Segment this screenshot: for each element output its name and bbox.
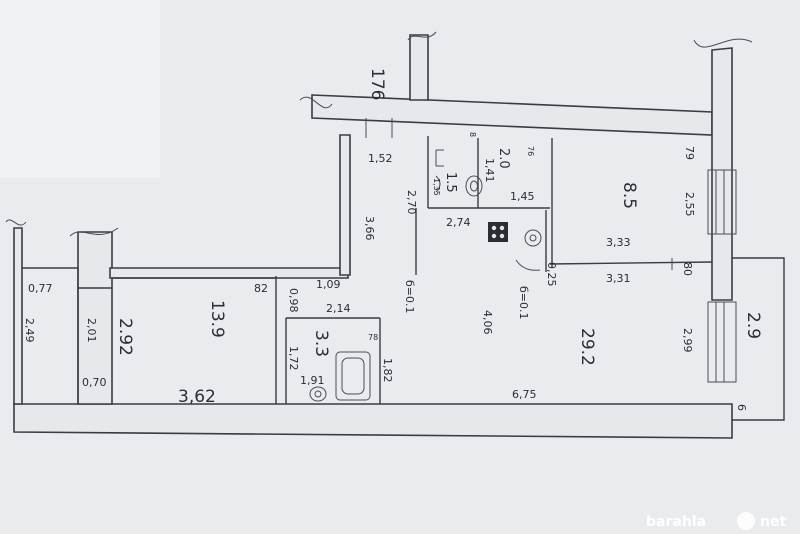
bathroom-sink-icon xyxy=(309,386,327,402)
area-left-side: 2.92 xyxy=(115,318,135,356)
dim-1-09: 1,09 xyxy=(316,278,341,291)
door-swings xyxy=(435,175,541,271)
balcony-outline xyxy=(732,257,785,421)
dim-2-70: 2,70 xyxy=(405,190,418,215)
dim-0-70: 0,70 xyxy=(82,376,107,389)
dim-2-74: 2,74 xyxy=(446,216,471,229)
dim-0-98: 0,98 xyxy=(287,288,300,313)
dim-8: 8 xyxy=(468,132,477,137)
dim-1-82: 1,82 xyxy=(381,358,394,383)
dim-3-62: 3,62 xyxy=(178,387,216,407)
area-room-large: 29.2 xyxy=(577,328,597,366)
windows xyxy=(707,169,737,383)
break-marks xyxy=(5,31,753,237)
dim-6: 6 xyxy=(735,404,748,411)
dim-6-75: 6,75 xyxy=(512,388,537,401)
area-corridor: 2.0 xyxy=(496,148,511,169)
left-small-room xyxy=(22,267,112,404)
dim-wall-thickness-b: б=0.1 xyxy=(517,286,530,320)
dim-0-77: 0,77 xyxy=(28,282,53,295)
dim-2-55: 2,55 xyxy=(683,192,696,217)
dim-1-91: 1,91 xyxy=(300,374,325,387)
watermark-logo-icon xyxy=(737,512,755,530)
dim-1-41: 1,41 xyxy=(483,158,496,183)
dim-1-52: 1,52 xyxy=(368,152,393,165)
dim-4-06: 4,06 xyxy=(481,310,494,335)
dim-1-35: 1,35 xyxy=(432,178,441,196)
dim-3-33: 3,33 xyxy=(606,236,631,249)
area-balcony: 2.9 xyxy=(743,312,763,339)
dim-1-45: 1,45 xyxy=(510,190,535,203)
partitions xyxy=(112,118,713,404)
fixtures xyxy=(309,149,542,402)
dim-0-25: 0,25 xyxy=(545,262,558,287)
dim-2-49: 2,49 xyxy=(23,318,36,343)
area-bathroom: 3.3 xyxy=(311,330,331,357)
watermark: barahla net xyxy=(646,512,786,530)
dim-80: 80 xyxy=(681,262,694,276)
dim-2-14: 2,14 xyxy=(326,302,351,315)
toilet-bowl-icon xyxy=(465,175,483,197)
dim-82: 82 xyxy=(254,282,268,295)
area-room-left: 13.9 xyxy=(207,300,227,338)
watermark-suffix: net xyxy=(760,514,786,530)
dim-79: 79 xyxy=(683,146,696,160)
dim-2-01: 2,01 xyxy=(85,318,98,343)
watermark-text: barahla xyxy=(646,514,706,530)
area-room-right: 8.5 xyxy=(619,182,639,209)
dim-2-99: 2,99 xyxy=(681,328,694,353)
wc-icon xyxy=(435,149,444,167)
dim-76: 76 xyxy=(526,146,535,156)
dim-78: 78 xyxy=(368,333,378,342)
dim-3-66: 3,66 xyxy=(363,216,376,241)
area-toilet: 1.5 xyxy=(443,172,458,193)
dim-wall-thickness-a: б=0.1 xyxy=(403,280,416,314)
dim-top-wall: 176 xyxy=(367,68,387,100)
faded-area xyxy=(0,0,160,178)
dim-1-72: 1,72 xyxy=(287,346,300,371)
stove-icon xyxy=(488,222,508,242)
bathtub-icon xyxy=(335,351,371,401)
dim-3-31: 3,31 xyxy=(606,272,631,285)
walls xyxy=(13,34,733,439)
sink-icon xyxy=(524,229,542,247)
